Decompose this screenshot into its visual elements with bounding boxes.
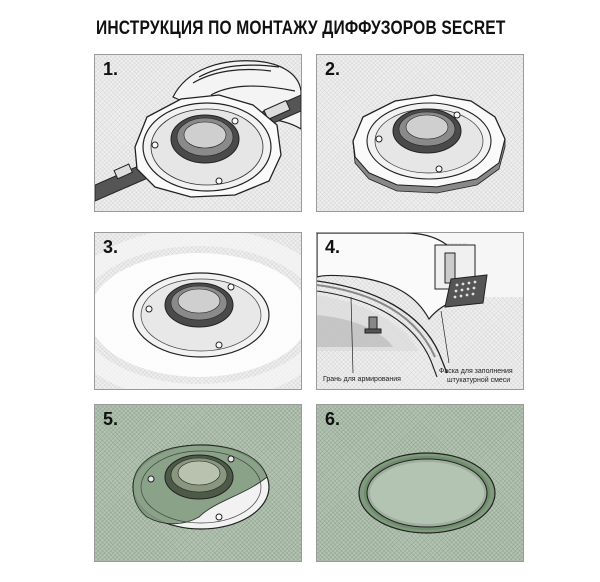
step-6-panel: 6. <box>316 404 524 562</box>
step-3-number: 3. <box>103 237 119 257</box>
chamfer-caption-line-2: штукатурной смеси <box>447 377 511 384</box>
step-2-illustration <box>352 94 506 194</box>
step-4-panel: 4. Грань для армирования Фаска для запол… <box>316 232 524 390</box>
reinforcement-edge-caption: Грань для армирования <box>323 376 401 383</box>
step-2-number: 2. <box>325 59 341 79</box>
step-5-illustration <box>132 444 270 530</box>
step-2-panel: 2. <box>316 54 524 212</box>
step-3-panel: 3. <box>94 232 302 390</box>
page-title: ИНСТРУКЦИЯ ПО МОНТАЖУ ДИФФУЗОРОВ SECRET <box>96 18 506 39</box>
chamfer-caption-line-1: Фаска для заполнения <box>439 368 513 375</box>
step-4-illustration <box>317 233 523 378</box>
step-1-illustration <box>95 60 301 202</box>
step-1-panel: 1. <box>94 54 302 212</box>
step-1-number: 1. <box>103 59 119 79</box>
step-3-illustration <box>95 233 301 389</box>
step-6-illustration <box>358 452 496 534</box>
step-6-number: 6. <box>325 409 341 429</box>
step-5-panel: 5. <box>94 404 302 562</box>
step-4-number: 4. <box>325 237 341 257</box>
step-5-number: 5. <box>103 409 119 429</box>
